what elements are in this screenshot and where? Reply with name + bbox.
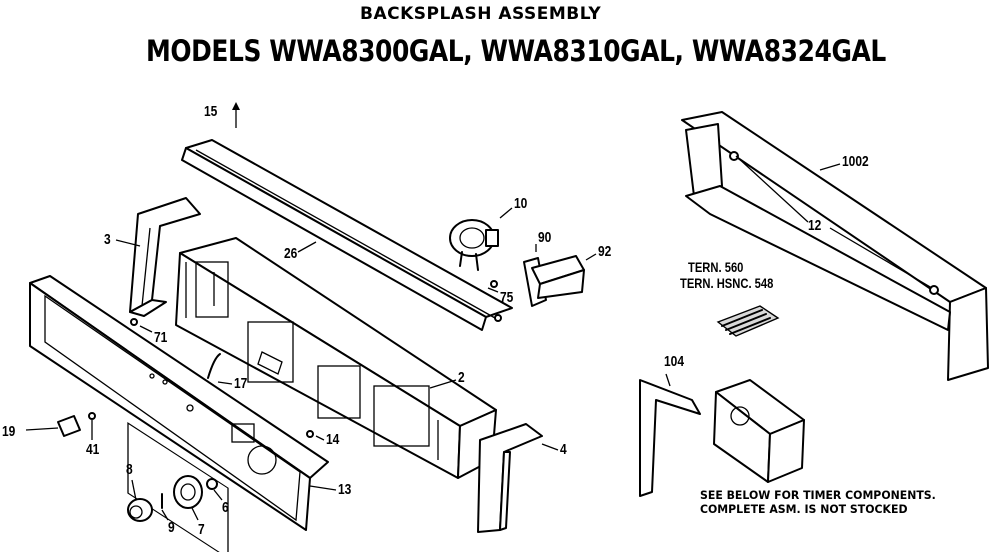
- part-label-2: 2: [458, 369, 465, 386]
- part-label-15: 15: [204, 103, 218, 120]
- part-label-12: 12: [808, 217, 822, 234]
- push-switch: [531, 255, 585, 299]
- part-label-26: 26: [284, 245, 298, 262]
- screw-75: [490, 280, 498, 288]
- part-label-17: 17: [234, 375, 248, 392]
- leader-75: [487, 287, 499, 293]
- leader-1002: [819, 163, 841, 171]
- part-label-14: 14: [326, 431, 340, 448]
- leader-12b: [829, 227, 933, 289]
- right-end-cap: [477, 423, 543, 533]
- leader-71: [139, 325, 153, 333]
- part-label-92: 92: [598, 243, 612, 260]
- terminal-block: [716, 305, 780, 337]
- selector-switch: [449, 219, 499, 271]
- terminal-label-560: TERN. 560: [688, 259, 744, 275]
- leader-12a: [735, 155, 809, 223]
- part-label-104: 104: [664, 353, 685, 370]
- timer-note-line-1: SEE BELOW FOR TIMER COMPONENTS.: [700, 488, 936, 502]
- part-label-90: 90: [538, 229, 552, 246]
- page-title: BACKSPLASH ASSEMBLY: [360, 4, 602, 24]
- leader-8: [131, 479, 137, 501]
- rear-housing: [681, 111, 989, 381]
- part-label-7: 7: [198, 521, 205, 538]
- part-label-41: 41: [86, 441, 100, 458]
- part-label-9: 9: [168, 519, 175, 536]
- leader-92: [585, 253, 597, 261]
- wire-harness: [207, 353, 221, 379]
- leader-7: [191, 507, 199, 521]
- part-label-19: 19: [2, 423, 16, 440]
- clip-19: [57, 415, 81, 437]
- leader-14: [315, 435, 325, 441]
- front-console-panel: [29, 275, 329, 552]
- screw-14: [306, 430, 314, 438]
- part-label-6: 6: [222, 499, 229, 516]
- arrow-15: [232, 102, 240, 110]
- timer-bracket: [639, 379, 701, 497]
- left-end-cap: [129, 197, 201, 317]
- screw-71: [130, 318, 138, 326]
- leader-3: [115, 239, 141, 247]
- knob-8: [127, 498, 153, 522]
- part-label-1002: 1002: [842, 153, 869, 170]
- part-label-8: 8: [126, 461, 133, 478]
- timer-note: SEE BELOW FOR TIMER COMPONENTS. COMPLETE…: [700, 488, 936, 517]
- part-label-71: 71: [154, 329, 168, 346]
- leader-104: [665, 373, 671, 387]
- leader-13: [309, 485, 337, 491]
- leader-9: [161, 509, 169, 521]
- timer-assembly: [713, 379, 805, 483]
- leader-19: [25, 427, 59, 431]
- screw-41: [88, 412, 96, 420]
- leader-2: [429, 379, 457, 389]
- page-subtitle: MODELS WWA8300GAL, WWA8310GAL, WWA8324GA…: [146, 34, 886, 68]
- part-label-4: 4: [560, 441, 567, 458]
- leader-10: [499, 207, 513, 219]
- timer-dial-7: [173, 475, 203, 509]
- terminal-label-548: TERN. HSNC. 548: [680, 275, 774, 291]
- leader-4: [541, 443, 559, 451]
- timer-note-line-2: COMPLETE ASM. IS NOT STOCKED: [700, 502, 908, 517]
- backsplash-housing: [175, 237, 497, 479]
- part-label-10: 10: [514, 195, 528, 212]
- knob-skirt-6: [206, 478, 218, 490]
- part-label-3: 3: [104, 231, 111, 248]
- leader-26: [297, 241, 317, 253]
- leader-17: [217, 381, 233, 385]
- part-label-13: 13: [338, 481, 352, 498]
- top-trim-strip: [181, 139, 513, 331]
- leader-6: [213, 489, 223, 501]
- part-label-75: 75: [500, 289, 514, 306]
